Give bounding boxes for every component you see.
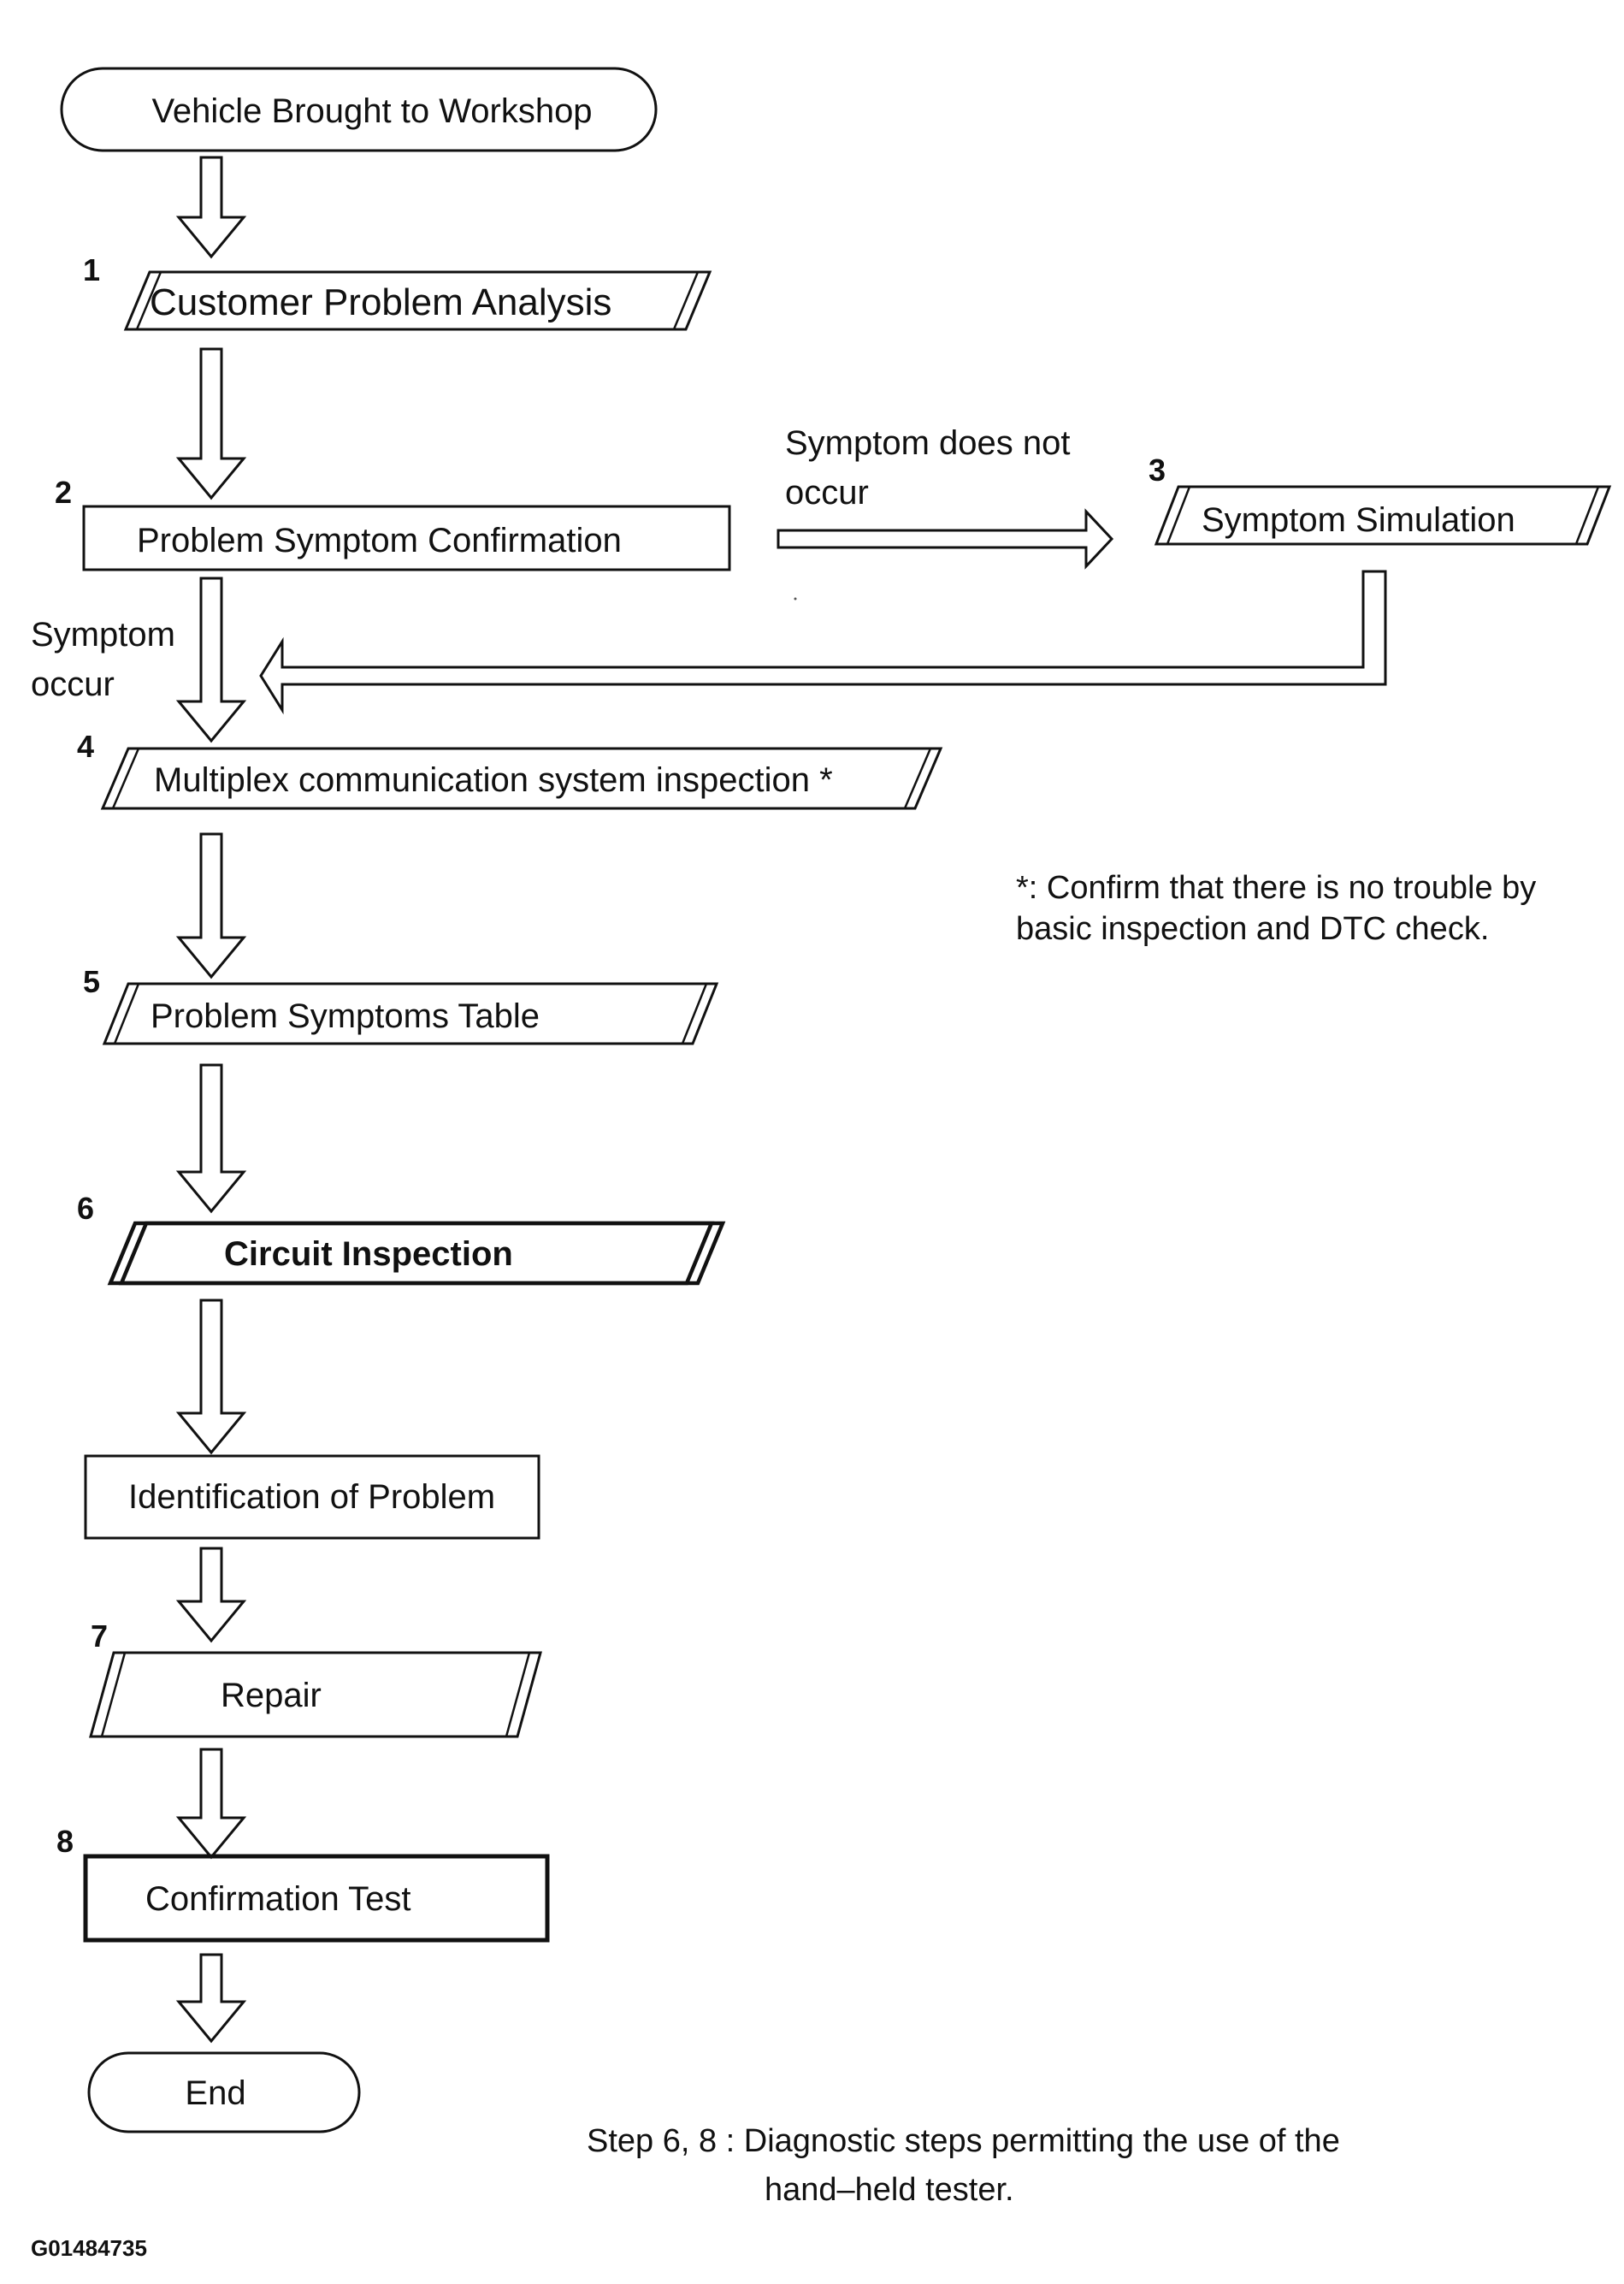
branch-not-occur-line2: occur bbox=[785, 474, 869, 512]
step7-label: Repair bbox=[221, 1677, 322, 1714]
step8-shape bbox=[83, 1854, 550, 1943]
step5-shape bbox=[102, 982, 719, 1045]
step2-shape bbox=[82, 505, 731, 571]
arrow-down-3 bbox=[175, 577, 247, 743]
step4-shape bbox=[100, 747, 943, 810]
arrow-right-to-step3 bbox=[777, 508, 1114, 570]
arrow-down-7 bbox=[175, 1547, 247, 1643]
end-label: End bbox=[185, 2074, 246, 2112]
arrow-down-9 bbox=[175, 1953, 247, 2044]
step8-label: Confirmation Test bbox=[145, 1880, 411, 1918]
end-terminator bbox=[87, 2051, 361, 2133]
asterisk-note-line2: basic inspection and DTC check. bbox=[1016, 911, 1490, 947]
step3-label: Symptom Simulation bbox=[1202, 501, 1515, 539]
arrow-return-from-step3 bbox=[259, 570, 1387, 715]
step4-label: Multiplex communication system inspectio… bbox=[154, 761, 833, 799]
step2-number: 2 bbox=[55, 475, 73, 510]
start-label: Vehicle Brought to Workshop bbox=[151, 92, 593, 130]
identification-shape bbox=[84, 1454, 540, 1540]
branch-occur-line2: occur bbox=[31, 666, 115, 703]
steps-note-line2: hand–held tester. bbox=[765, 2172, 1014, 2208]
step7-shape bbox=[89, 1651, 542, 1738]
start-terminator bbox=[60, 67, 658, 152]
step6-label: Circuit Inspection bbox=[224, 1235, 513, 1273]
step5-label: Problem Symptoms Table bbox=[151, 997, 540, 1035]
step1-shape bbox=[123, 270, 712, 331]
arrow-down-6 bbox=[175, 1299, 247, 1455]
branch-not-occur-line1: Symptom does not bbox=[785, 424, 1071, 462]
arrow-down-8 bbox=[175, 1748, 247, 1860]
step5-number: 5 bbox=[83, 964, 101, 999]
step1-number: 1 bbox=[83, 252, 101, 287]
step7-number: 7 bbox=[91, 1618, 109, 1654]
steps-note-line1: Step 6, 8 : Diagnostic steps permitting … bbox=[587, 2123, 1340, 2159]
step2-label: Problem Symptom Confirmation bbox=[137, 522, 622, 559]
arrow-down-4 bbox=[175, 832, 247, 979]
step6-number: 6 bbox=[77, 1191, 95, 1226]
identification-label: Identification of Problem bbox=[128, 1478, 496, 1516]
figure-id: G01484735 bbox=[31, 2235, 147, 2261]
step3-shape bbox=[1154, 485, 1612, 546]
branch-occur-line1: Symptom bbox=[31, 616, 175, 654]
step1-label: Customer Problem Analysis bbox=[150, 281, 612, 323]
step8-number: 8 bbox=[56, 1824, 74, 1859]
arrow-down-5 bbox=[175, 1063, 247, 1214]
arrow-down-2 bbox=[175, 347, 247, 500]
step3-number: 3 bbox=[1149, 453, 1166, 488]
step6-shape bbox=[107, 1221, 726, 1286]
asterisk-note-line1: *: Confirm that there is no trouble by bbox=[1016, 870, 1537, 906]
arrow-down-1 bbox=[175, 156, 247, 259]
step4-number: 4 bbox=[77, 729, 95, 764]
